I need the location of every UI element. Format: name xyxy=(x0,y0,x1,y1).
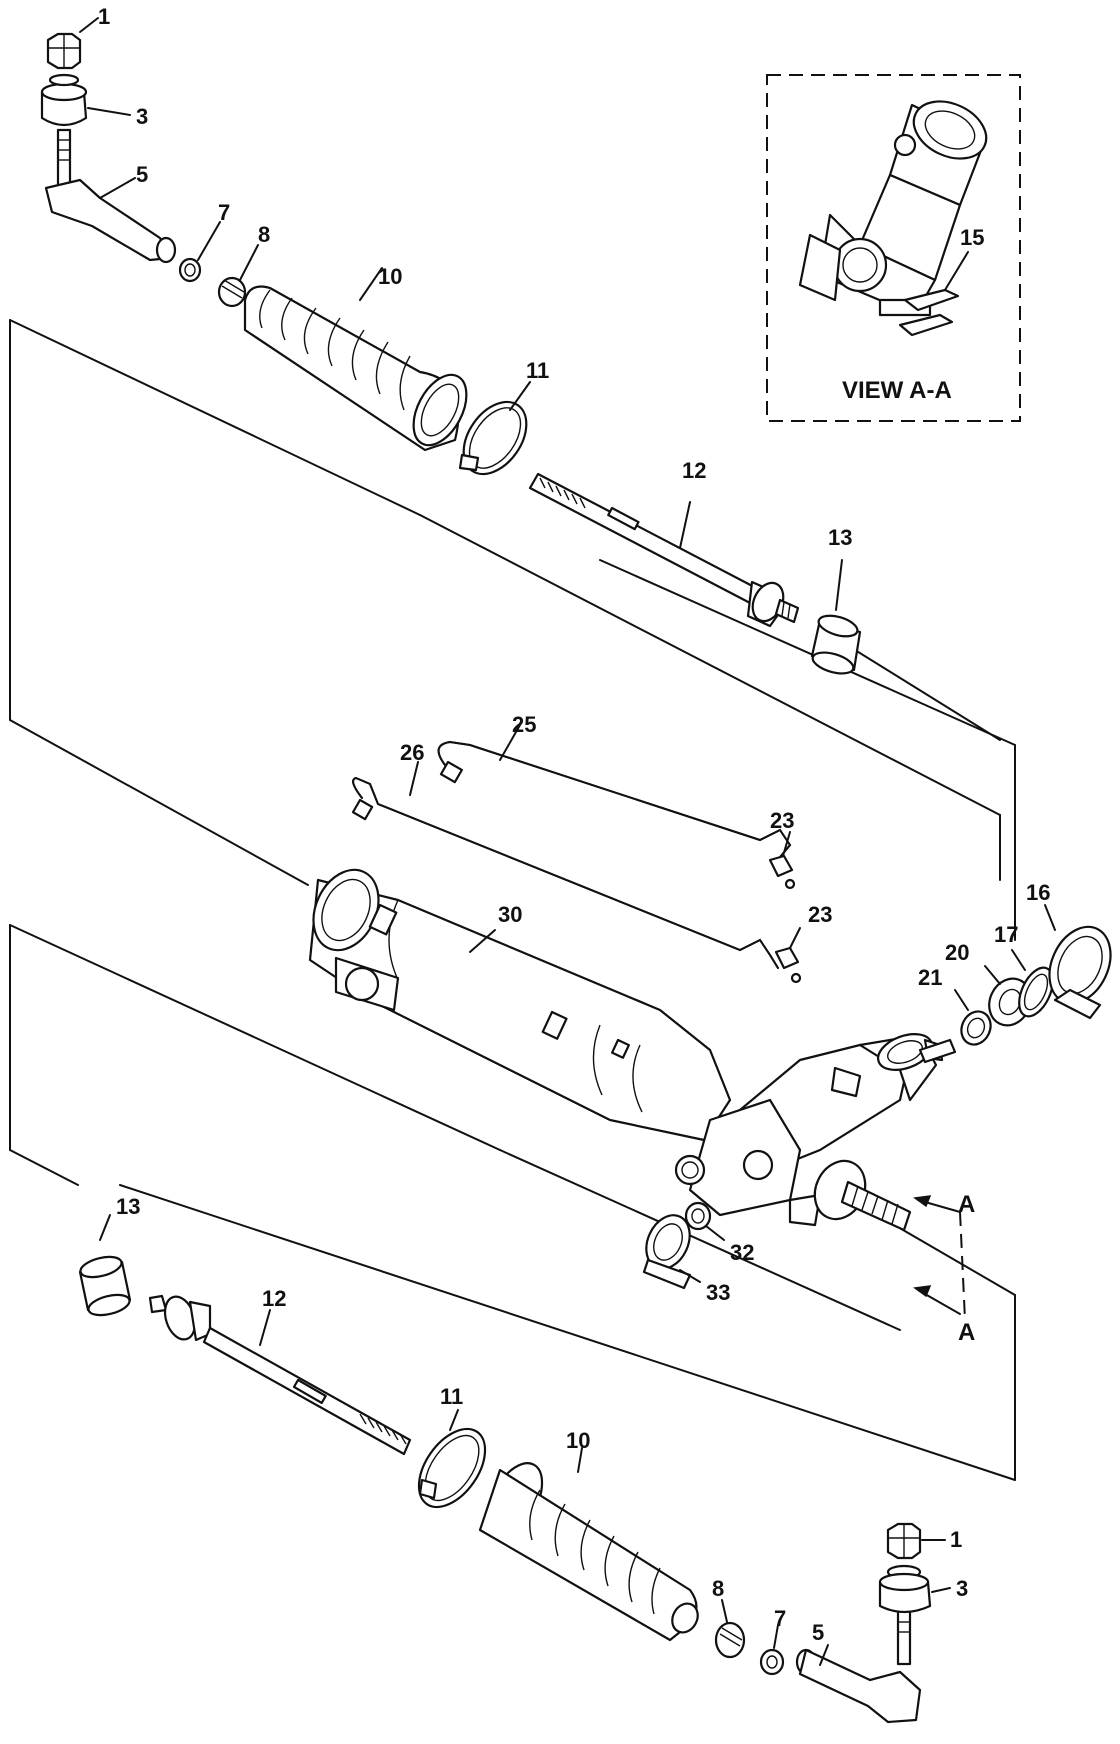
callout-10-top: 10 xyxy=(378,264,402,289)
callout-32: 32 xyxy=(730,1240,754,1265)
callout-11-top: 11 xyxy=(526,358,549,383)
inset-clip-part-15 xyxy=(898,288,960,337)
view-a-a-inset: 15 VIEW A-A xyxy=(766,74,1021,422)
callout-8-bot: 8 xyxy=(712,1576,724,1601)
callout-7-top: 7 xyxy=(218,200,230,225)
leader-15 xyxy=(944,251,969,291)
callout-13-bot: 13 xyxy=(116,1194,140,1219)
part-13-bushing-bottom xyxy=(78,1255,132,1317)
inset-frame xyxy=(766,74,1021,422)
part-7-jam-nut-top xyxy=(178,257,202,283)
part-7-jam-nut-bottom xyxy=(759,1648,785,1676)
callout-3-top: 3 xyxy=(136,104,148,129)
callout-11-bot: 11 xyxy=(440,1384,463,1409)
callout-1-bot: 1 xyxy=(950,1527,962,1552)
part-30-gear-housing xyxy=(308,868,957,1232)
callout-5-bot: 5 xyxy=(812,1620,824,1645)
part-1-nut-bottom xyxy=(886,1522,922,1560)
section-label-bottom: A xyxy=(958,1319,975,1346)
part-12-inner-tie-rod-bottom xyxy=(148,1294,412,1456)
part-10-boot-top xyxy=(243,285,468,452)
callout-25: 25 xyxy=(512,712,536,737)
callout-21: 21 xyxy=(918,965,942,990)
callout-10-bot: 10 xyxy=(566,1428,590,1453)
part-1-nut-top xyxy=(46,32,82,70)
part-5-tie-rod-end-bottom xyxy=(795,1598,922,1724)
callout-20: 20 xyxy=(945,940,969,965)
callout-26: 26 xyxy=(400,740,424,765)
callout-15: 15 xyxy=(960,225,984,250)
callout-33: 33 xyxy=(706,1280,730,1305)
callout-8-top: 8 xyxy=(258,222,270,247)
callout-23-a: 23 xyxy=(770,808,794,833)
part-3-seal-bottom xyxy=(878,1564,932,1614)
callout-3-bot: 3 xyxy=(956,1576,968,1601)
callout-16: 16 xyxy=(1026,880,1050,905)
callout-13-top: 13 xyxy=(828,525,852,550)
part-16-seal xyxy=(1048,925,1112,1020)
part-11-clamp-bottom xyxy=(417,1427,487,1509)
part-12-inner-tie-rod-top xyxy=(528,472,800,628)
callout-12-top: 12 xyxy=(682,458,706,483)
part-21-bearing xyxy=(960,1010,992,1046)
part-10-boot-bottom xyxy=(478,1462,699,1642)
part-8-clamp-bottom xyxy=(714,1621,746,1659)
part-23-fitting-a xyxy=(768,854,796,890)
part-32-nut xyxy=(684,1201,712,1231)
callout-1-top: 1 xyxy=(98,4,110,29)
section-label-top: A xyxy=(958,1191,975,1218)
callout-5-top: 5 xyxy=(136,162,148,187)
inset-valve-housing xyxy=(798,100,988,317)
part-23-fitting-b xyxy=(774,946,802,984)
inset-title: VIEW A-A xyxy=(842,377,952,404)
part-33-adjuster xyxy=(642,1214,692,1290)
part-26-return-line xyxy=(351,776,779,969)
part-3-seal-top xyxy=(40,73,88,127)
callout-7-bot: 7 xyxy=(774,1606,786,1631)
callout-30: 30 xyxy=(498,902,522,927)
callout-17: 17 xyxy=(994,922,1018,947)
part-5-tie-rod-end-top xyxy=(44,128,177,264)
part-8-clamp-top xyxy=(217,276,247,308)
callout-23-b: 23 xyxy=(808,902,832,927)
part-17-snap-ring xyxy=(1018,966,1054,1018)
part-25-pressure-line xyxy=(437,740,792,863)
part-11-clamp-top xyxy=(458,400,528,476)
part-13-bushing-top xyxy=(810,614,862,675)
callout-12-bot: 12 xyxy=(262,1286,286,1311)
section-a-marker: A A xyxy=(913,1191,975,1346)
